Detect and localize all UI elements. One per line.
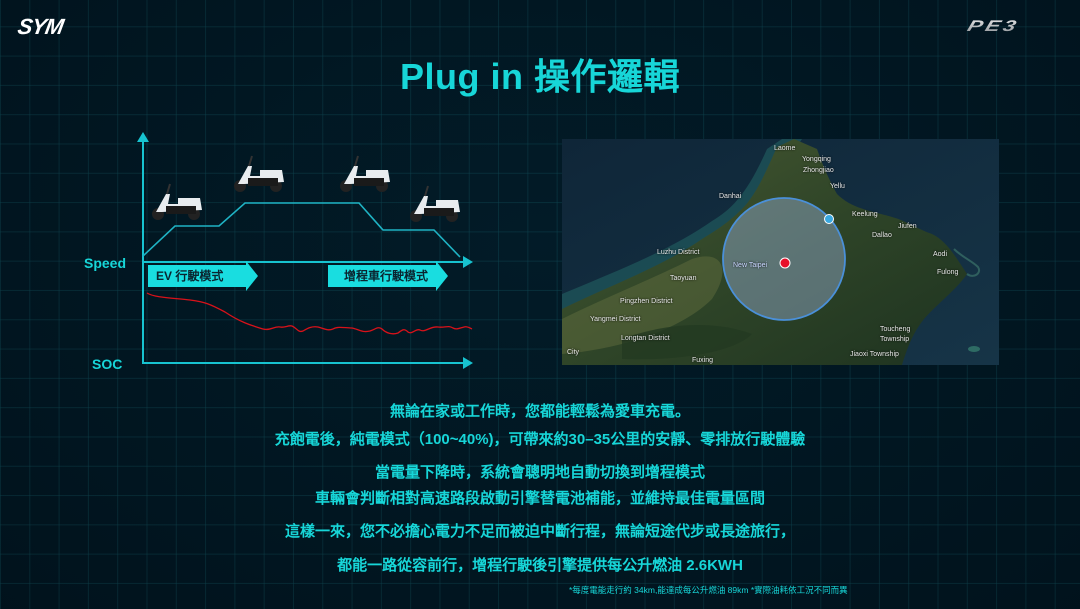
scooter-icon (340, 155, 390, 192)
map-label: Yangmei District (590, 316, 641, 323)
map-label: Longtan District (621, 335, 670, 342)
footnote: *每度電能走行約 34km,能達成每公升燃油 89km *實際油耗依工況不同而異 (569, 585, 848, 595)
diagram-axes-and-curves (137, 132, 473, 369)
soc-axis-label: SOC (92, 356, 123, 372)
range-extender-mode-label: 增程車行駛模式 (344, 269, 429, 283)
map-label: Zhongjiao (803, 167, 834, 174)
body-line-6: 都能一路從容前行，增程行駛後引擎提供每公升燃油 2.6KWH (337, 557, 743, 574)
map-label: Laome (774, 145, 796, 152)
map-label: New Taipei (733, 262, 768, 269)
map-label: Pingzhen District (620, 298, 673, 305)
range-map: Laome Yongqing Zhongjiao Yellu Danhai Ke… (562, 139, 999, 365)
page-title: Plug in 操作邏輯 (400, 56, 680, 97)
scooter-icon (152, 183, 202, 220)
body-line-4: 車輛會判斷相對高速路段啟動引擎替電池補能，並維持最佳電量區間 (314, 490, 765, 507)
sym-brand-logo: SYM (15, 14, 65, 39)
map-label: Fuxing (692, 357, 714, 364)
map-label: Jiufen (898, 223, 917, 230)
scooter-icon (410, 185, 460, 222)
plug-in-operation-diagram: Speed SOC EV 行駛模式 增程車行駛模式 (80, 130, 490, 380)
body-line-5: 這樣一來，您不必擔心電力不足而被迫中斷行程，無論短途代步或長途旅行， (284, 523, 795, 540)
map-label: Fulong (937, 269, 959, 276)
body-line-2: 充飽電後，純電模式（100~40%)，可帶來約30–35公里的安靜、零排放行駛體… (274, 431, 806, 448)
map-label: Township (880, 336, 910, 343)
speed-axis-label: Speed (84, 255, 127, 271)
body-line-1: 無論在家或工作時，您都能輕鬆為愛車充電。 (389, 403, 690, 420)
map-label: Yongqing (802, 156, 831, 163)
scooter-icon (234, 155, 284, 192)
map-label: Aodi (933, 251, 948, 258)
map-label: Keelung (852, 211, 878, 218)
map-label: Dallao (872, 232, 892, 239)
ev-mode-label: EV 行駛模式 (156, 269, 224, 283)
map-label: Danhai (719, 193, 742, 200)
ev-mode-arrow: EV 行駛模式 (148, 261, 258, 291)
map-label: Taoyuan (670, 275, 697, 282)
range-extender-mode-arrow: 增程車行駛模式 (328, 261, 448, 291)
map-terrain (562, 139, 999, 365)
map-label: City (567, 349, 580, 356)
body-line-3: 當電量下降時，系統會聰明地自動切換到增程模式 (374, 464, 705, 481)
pe3-model-logo: PE3 (965, 16, 1022, 35)
map-label: Luzhu District (657, 249, 700, 256)
map-label: Yellu (830, 183, 845, 190)
map-label: Toucheng (880, 326, 911, 333)
map-label: Jiaoxi Township (850, 351, 899, 358)
